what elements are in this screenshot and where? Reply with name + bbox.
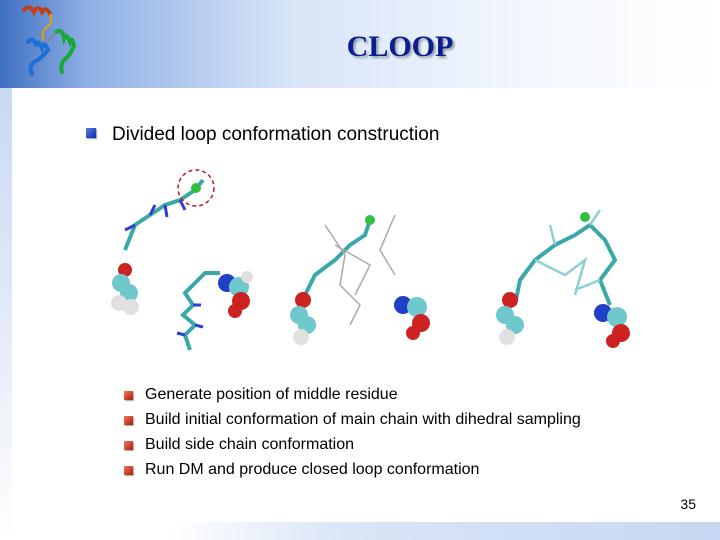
sub-bullet-text: Generate position of middle residue (145, 386, 398, 403)
sub-bullet-text: Build initial conformation of main chain… (145, 411, 581, 428)
left-band (0, 88, 12, 540)
main-bullet-text: Divided loop conformation construction (112, 124, 440, 145)
molecule-panel-4 (496, 209, 630, 348)
molecule-panel-2 (176, 271, 253, 351)
header-band (0, 0, 720, 88)
molecule-panel-3 (290, 214, 430, 345)
molecule-panel-1 (111, 169, 215, 315)
sub-bullet-marker (124, 441, 133, 450)
page-number: 35 (680, 496, 696, 512)
sub-bullet-text: Build side chain conformation (145, 436, 355, 453)
bottom-band (170, 522, 720, 540)
sub-bullet-text: Run DM and produce closed loop conformat… (145, 461, 480, 478)
main-bullet-marker (86, 128, 96, 138)
slide-title: CLOOP (346, 30, 454, 63)
sub-bullet-marker (124, 416, 133, 425)
protein-helix-icon (22, 5, 77, 76)
sub-bullet-marker (124, 466, 133, 475)
loop-conformation-figure (111, 169, 630, 351)
sub-bullet-marker (124, 391, 133, 400)
